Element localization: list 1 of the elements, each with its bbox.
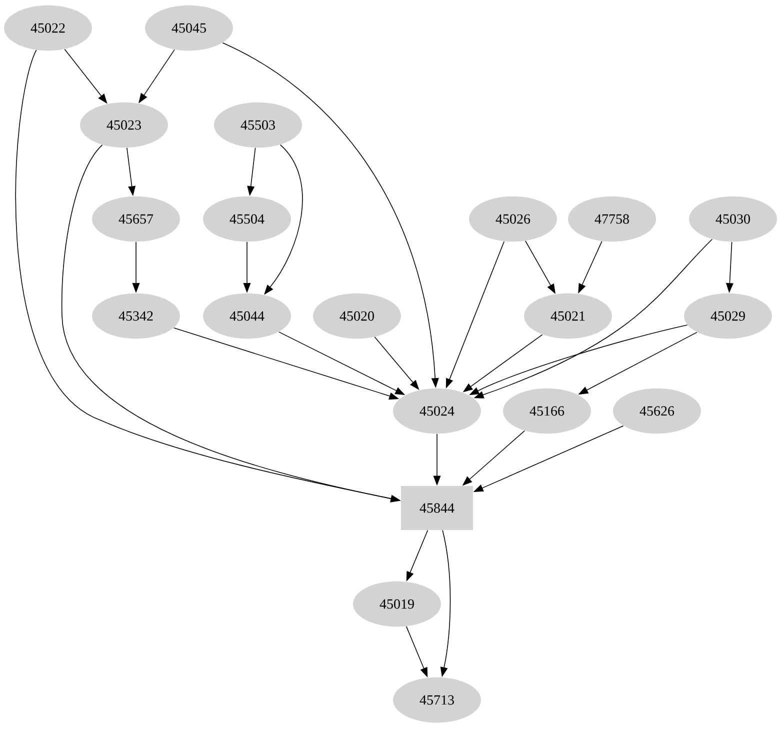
process-box: 45844	[401, 486, 473, 530]
